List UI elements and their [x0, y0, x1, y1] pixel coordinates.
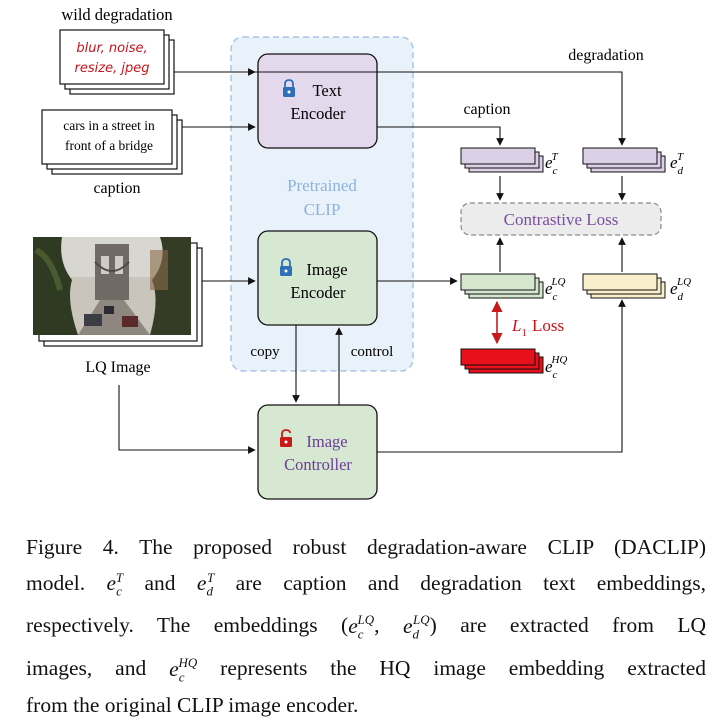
hq-embedding-symbol: ecHQ — [545, 354, 567, 381]
caption-card-stack: cars in a street in front of a bridge — [41, 109, 183, 175]
image-degradation-embedding — [582, 273, 666, 299]
text-encoder-label: Text — [312, 81, 342, 100]
arrow-controller-to-degradation-embedding — [377, 299, 626, 453]
arrow-degradation-embedding — [174, 71, 626, 146]
pretrained-clip-label: Pretrained — [287, 176, 357, 195]
degradation-text: blur, noise, — [76, 41, 147, 56]
degradation-text-2: resize, jpeg — [75, 61, 150, 76]
degradation-embedding-symbol: edT — [670, 151, 684, 177]
image-encoder-label-2: Encoder — [291, 283, 346, 302]
unlock-icon — [280, 429, 292, 447]
figure-caption: Figure 4. The proposed robust degradatio… — [26, 533, 706, 721]
caption-line-5: from the original CLIP image encoder. — [26, 693, 359, 718]
image-degradation-embedding-symbol: edLQ — [670, 276, 691, 303]
caption-line-1: Figure 4. The proposed robust degradatio… — [26, 535, 706, 559]
image-controller-box — [257, 404, 378, 500]
caption-line-4: images, and ecHQ represents the HQ image… — [26, 655, 706, 684]
copy-label: copy — [250, 344, 280, 360]
hq-image-embedding — [460, 348, 544, 374]
degradation-text-embedding — [582, 147, 666, 173]
caption-text-embedding — [460, 147, 544, 173]
image-encoder-box — [257, 230, 378, 326]
caption-embedding-symbol: ecT — [545, 151, 558, 177]
image-content-embedding — [460, 273, 544, 299]
lq-image-stack — [33, 237, 203, 347]
control-label: control — [351, 344, 394, 360]
image-controller-label-2: Controller — [284, 455, 352, 474]
daclip-diagram: Pretrained CLIP wild degradation blur, n… — [33, 5, 691, 500]
arrow-lq-to-controller — [118, 385, 256, 454]
arrow-caption-embedding — [377, 126, 504, 146]
image-content-embedding-symbol: ecLQ — [545, 276, 566, 303]
caption-card-text: cars in a street in — [63, 118, 155, 133]
contrastive-loss-box — [460, 202, 662, 236]
caption-label: caption — [93, 180, 140, 197]
lq-image-label: LQ Image — [85, 359, 150, 376]
caption-card-text-2: front of a bridge — [65, 138, 153, 153]
degradation-card-stack: blur, noise, resize, jpeg — [59, 29, 175, 95]
image-encoder-label: Image — [306, 260, 347, 279]
text-encoder-box — [257, 53, 378, 149]
lq-photo — [33, 237, 191, 335]
contrastive-loss-label: Contrastive Loss — [504, 210, 619, 229]
caption-line-3: respectively. The embeddings (ecLQ, edLQ… — [26, 612, 707, 641]
lock-icon — [283, 79, 295, 97]
caption-arrow-label: caption — [463, 101, 510, 118]
lock-icon — [280, 258, 292, 276]
caption-line-2: model. ecT and edT are caption and degra… — [26, 569, 707, 598]
image-controller-label: Image — [306, 432, 347, 451]
pretrained-clip-label-2: CLIP — [304, 200, 341, 219]
text-encoder-label-2: Encoder — [291, 104, 346, 123]
degradation-arrow-label: degradation — [568, 47, 644, 64]
wild-degradation-label: wild degradation — [61, 5, 172, 24]
